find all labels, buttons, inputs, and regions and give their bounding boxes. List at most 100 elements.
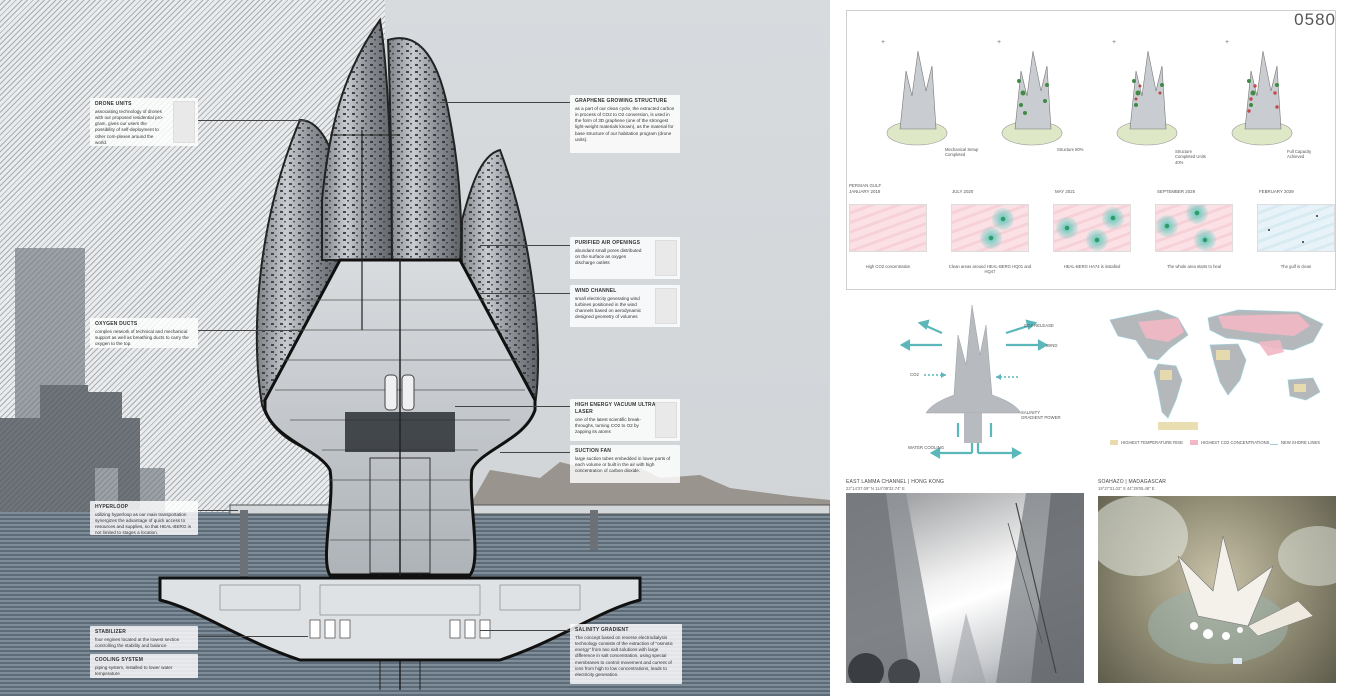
annotation-hyperloop: HYPERLOOP utilizing hyperloop as our mai… [90, 501, 198, 535]
flow-label-co2: CO2 [910, 372, 919, 377]
plus-marker: + [881, 39, 886, 46]
heat-zone [1216, 350, 1230, 360]
annotation-thumbnail [173, 101, 195, 143]
timeline-caption: The gulf is clean [1280, 264, 1312, 269]
tower-model-stage-3 [1116, 50, 1178, 146]
annotation-wind-channel: WIND CHANNEL small electricity generatin… [570, 285, 680, 327]
healing-zone [1086, 229, 1108, 251]
world-map-graphic [1098, 300, 1336, 435]
plus-marker: + [1112, 39, 1117, 46]
sheet-number: 0580 [1294, 10, 1336, 29]
timeline-date: SEPTEMBER 2029 [1157, 189, 1196, 194]
co2-zone [1138, 318, 1184, 342]
render-image-madagascar [1098, 496, 1336, 683]
world-map: HIGHEST TEMPERATURE RISE HIGHEST CO2 CON… [1098, 300, 1336, 470]
stage-label: Mechanical Setup Completed [945, 147, 979, 158]
city-silhouette [0, 248, 830, 513]
co2-zone [1218, 314, 1310, 336]
heat-zone [1294, 384, 1306, 392]
stabilizer-engines [309, 619, 491, 639]
annotation-title: STABILIZER [95, 629, 127, 635]
healing-zone [1102, 207, 1124, 229]
annotation-title: HYPERLOOP [95, 504, 129, 510]
render-coords-madagascar: 19°27'31.02" S 44°29'05.48" E [1098, 486, 1155, 491]
plus-marker: + [1225, 39, 1230, 46]
tower-location-dot [1302, 241, 1304, 243]
leader-line [198, 330, 298, 331]
legend-label: HIGHEST TEMPERATURE RISE [1121, 440, 1183, 445]
leader-line [455, 406, 570, 407]
annotation-title: DRONE UNITS [95, 101, 132, 107]
tower-model-stage-1 [886, 50, 948, 146]
stage-label: Full Capacity Achieved [1287, 149, 1312, 160]
healing-zone [992, 208, 1014, 230]
annotation-body: piping system, installed to lower water … [95, 664, 173, 676]
flow-label-salinity: SALINITY GRADIENT POWER [1021, 410, 1061, 420]
leader-line [440, 102, 570, 103]
distant-hills [470, 462, 830, 512]
legend-swatch [1110, 440, 1118, 445]
hyperloop-pylon [590, 510, 598, 550]
healing-zone [1194, 229, 1216, 251]
annotation-title: HIGH ENERGY VACUUM ULTRAVIOLET LASER [575, 402, 675, 415]
legend-swatch [1270, 440, 1278, 445]
stage-label: Structure 80% [1057, 147, 1084, 152]
annotation-cooling-system: COOLING SYSTEM piping system, installed … [90, 654, 198, 678]
healing-zone [1186, 205, 1208, 224]
legend-swatch [1190, 440, 1198, 445]
plus-marker: + [997, 39, 1002, 46]
legend-item-temperature: HIGHEST TEMPERATURE RISE [1110, 440, 1183, 445]
heat-zone [1158, 422, 1198, 430]
hyperloop-pylon [240, 510, 248, 590]
annotation-graphene: GRAPHENE GROWING STRUCTURE as a part of … [570, 95, 680, 153]
background-building [118, 430, 140, 510]
flow-label-wind: WIND [1046, 343, 1058, 348]
annotation-body: The concept based on reverse electrodial… [575, 634, 673, 677]
annotation-title: WIND CHANNEL [575, 288, 617, 294]
annotation-body: four engines located at the lowest secti… [95, 636, 180, 648]
annotation-thumbnail [655, 288, 677, 324]
timeline-date: JULY 2020 [952, 189, 974, 194]
legend-label: HIGHEST CO2 CONCENTRATIONS [1201, 440, 1270, 445]
gulf-map-2029 [1155, 204, 1233, 252]
render-title-madagascar: SOAHAZO | MADAGASCAR [1098, 479, 1167, 485]
gulf-map-2039 [1257, 204, 1335, 252]
annotation-body: utilizing hyperloop as our main transpor… [95, 511, 192, 536]
annotation-purified-air: PURIFIED AIR OPENINGS abundant small por… [570, 237, 680, 279]
annotation-body: complex network of technical and mechani… [95, 328, 189, 347]
section-drawing-panel: DRONE UNITS associating technology of dr… [0, 0, 830, 696]
annotation-body: large suction tubes embedded in lower pa… [575, 455, 671, 474]
floating-hull-base [158, 576, 642, 662]
gulf-map-2020 [951, 204, 1029, 252]
tower-location-dot [1316, 215, 1318, 217]
flow-arrows [899, 304, 1049, 459]
info-panel: 0580 + + + + Mechanical Setup Complete [830, 0, 1351, 696]
render-coords-hong-kong: 22°14'37.09" N 114°08'32.74" E [846, 486, 905, 491]
leader-line [198, 636, 308, 637]
background-building [62, 392, 122, 452]
timeline-place: PERSIAN GULF [849, 183, 882, 188]
healing-zone [1056, 217, 1078, 239]
healing-timeline: + + + + Mechanical Setup Completed Struc… [846, 10, 1336, 290]
healing-zone [980, 227, 1002, 249]
annotation-drone-units: DRONE UNITS associating technology of dr… [90, 98, 198, 146]
legend-item-shore: NEW SHORE LINES [1270, 440, 1320, 445]
leader-line [198, 510, 238, 511]
legend-item-co2: HIGHEST CO2 CONCENTRATIONS [1190, 440, 1269, 445]
heal-berg-tower-section [158, 17, 830, 690]
render-madagascar-graphic [1098, 496, 1336, 664]
render-image-hong-kong [846, 493, 1084, 683]
annotation-body: abundant small pores distributed on the … [575, 247, 642, 266]
flow-label-water-cooling: WATER COOLING [908, 445, 945, 450]
healing-zone [1156, 215, 1178, 237]
annotation-thumbnail [655, 240, 677, 276]
legend-label: NEW SHORE LINES [1281, 440, 1321, 445]
tower-stem [964, 413, 982, 443]
timeline-caption: HEAL-BERG HA74 is installed [1063, 264, 1121, 269]
timeline-caption: The whole area starts to heal [1166, 264, 1221, 269]
annotation-title: COOLING SYSTEM [95, 657, 144, 663]
annotation-title: OXYGEN DUCTS [95, 321, 138, 327]
hyperloop-tube [229, 504, 830, 515]
leader-line [480, 293, 570, 294]
annotation-title: PURIFIED AIR OPENINGS [575, 240, 641, 246]
